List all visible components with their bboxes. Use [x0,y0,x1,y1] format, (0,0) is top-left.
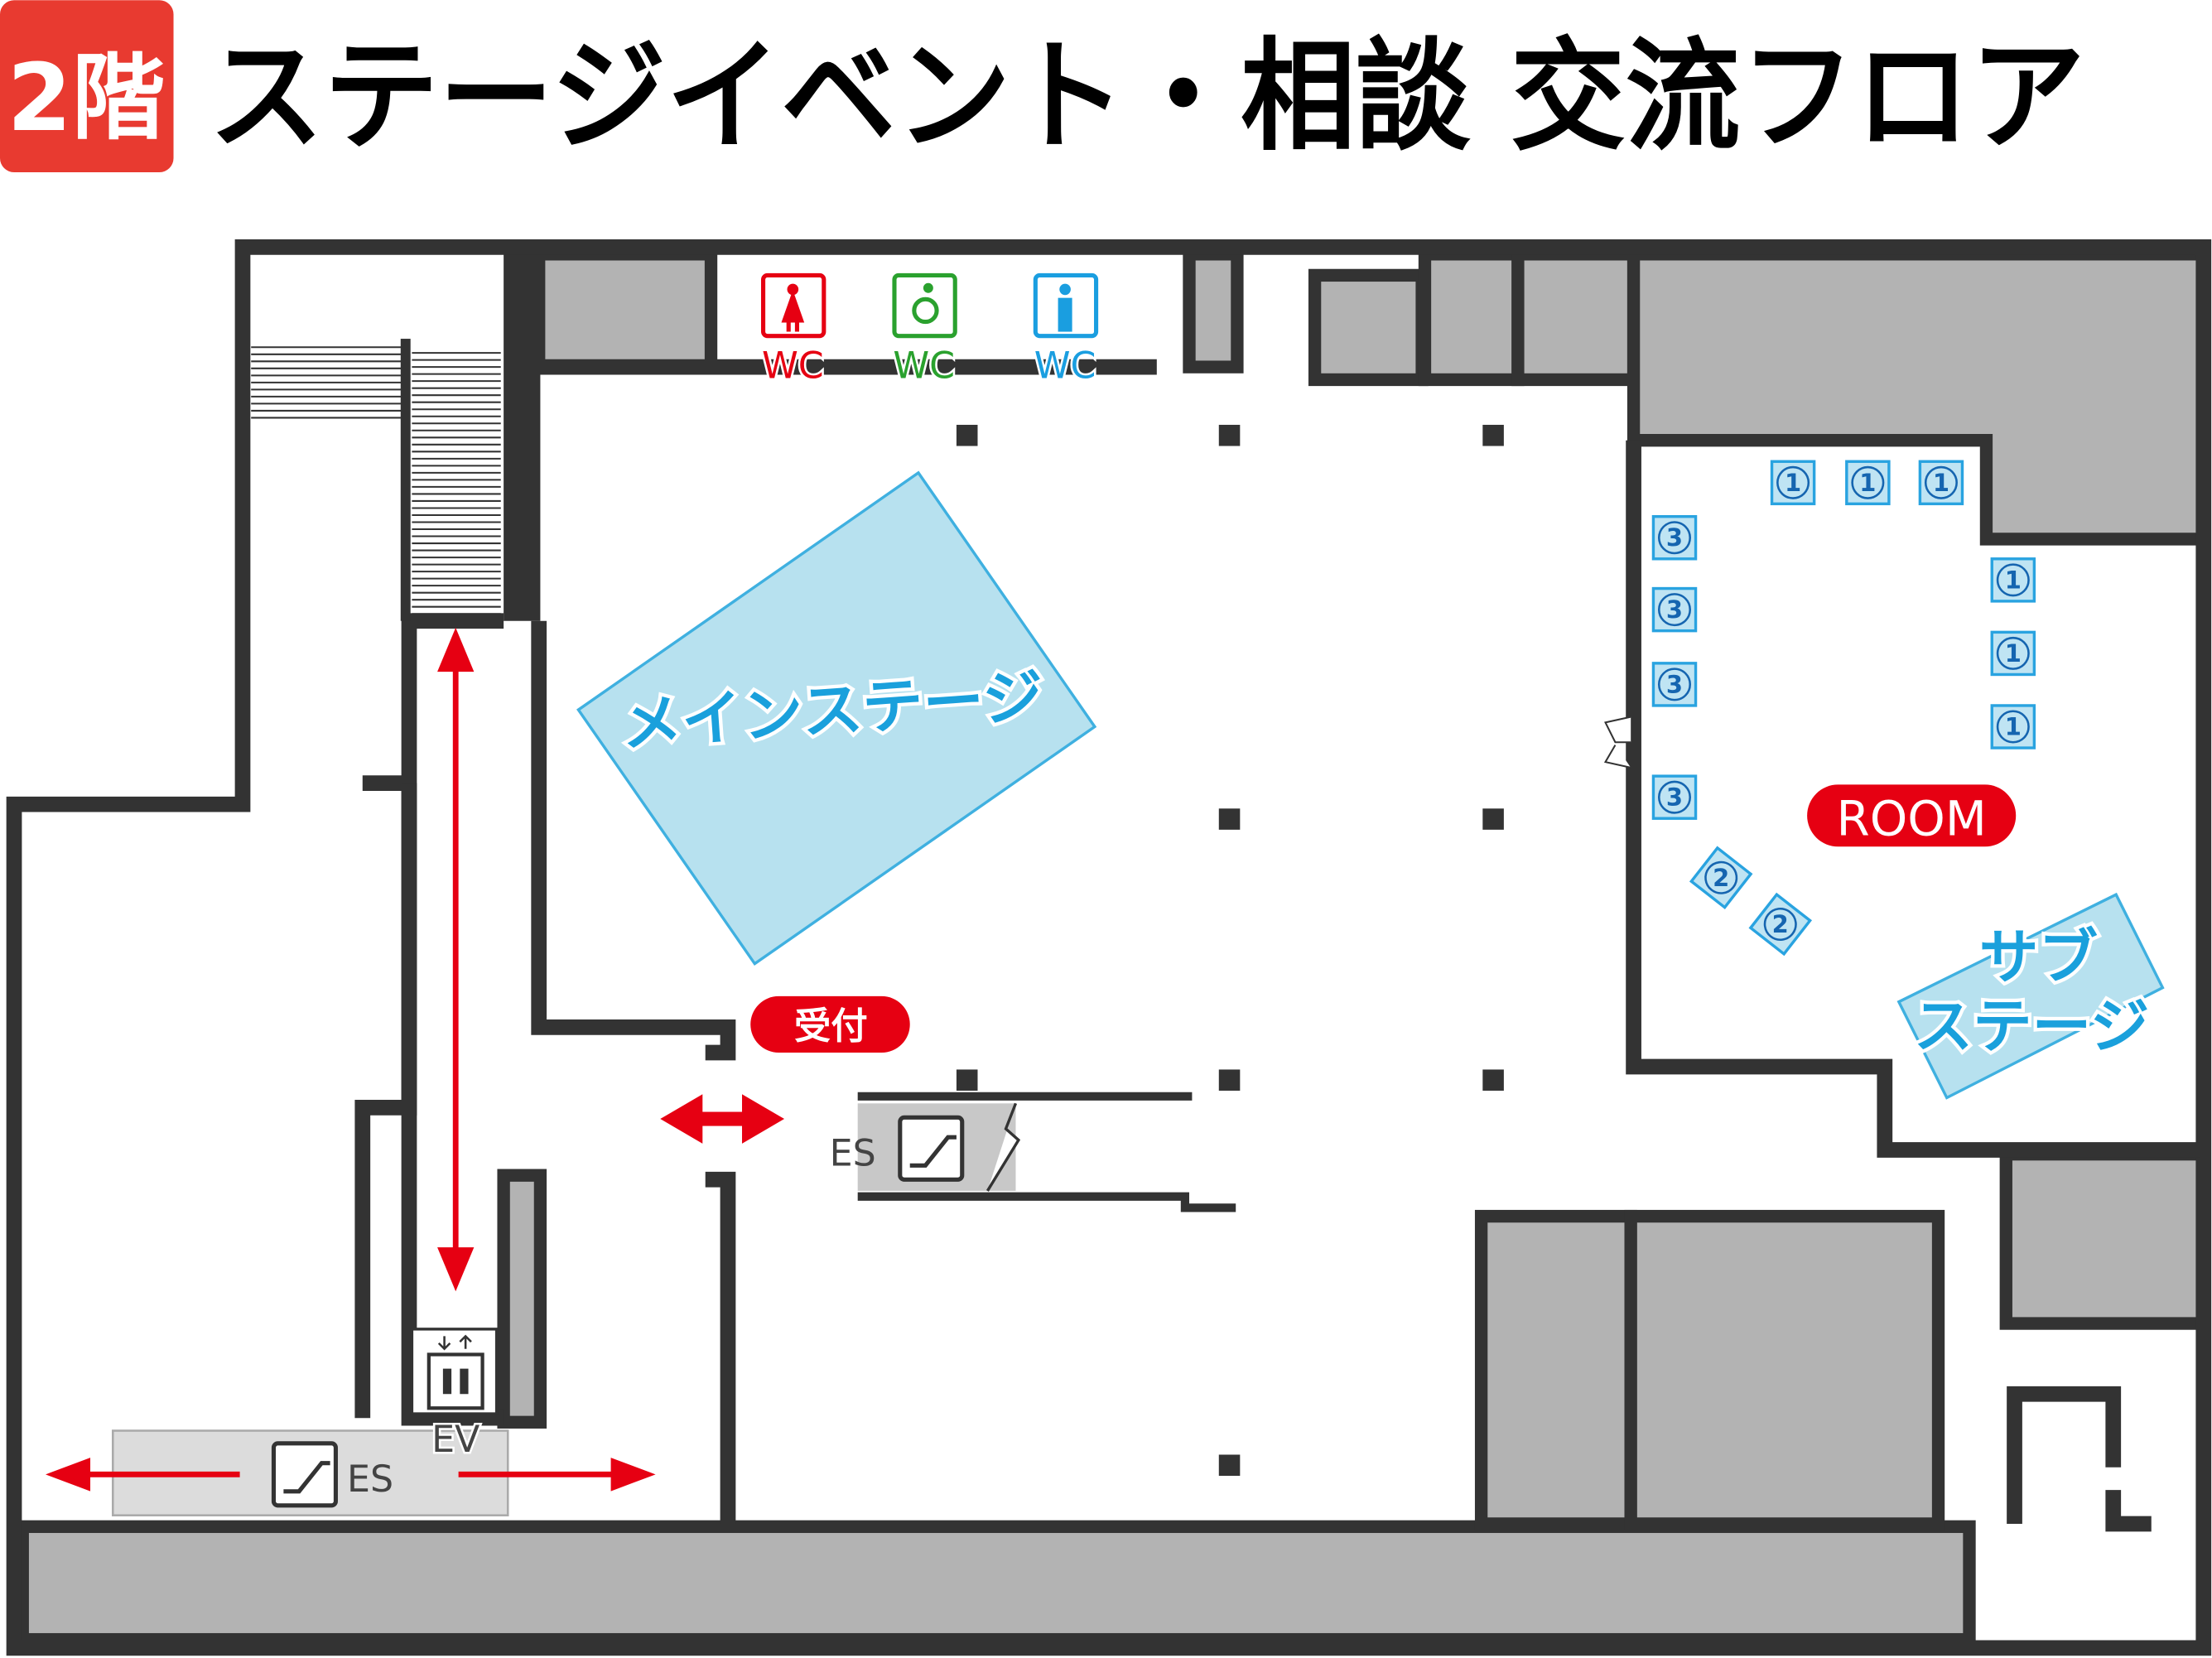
stair-rail [400,339,411,621]
male-icon [1059,283,1071,296]
booth-number: 1 [1785,469,1801,497]
stair-treads [251,339,501,621]
booth-one[interactable]: 1 [1845,460,1891,506]
escalator-icon [271,1441,338,1508]
elevator-icon [426,1352,484,1410]
left-arrow [46,1458,240,1492]
sub-stage-label: サブ [1979,923,2098,992]
booth-number: 1 [1859,469,1876,497]
restroom-label: WC [762,345,824,388]
sub-stage-label: ステージ [1914,992,2150,1061]
direction-arrows [46,627,785,1492]
sub-stage[interactable]: サブ ステージ [1896,892,2165,1100]
booth-three[interactable]: 3 [1651,586,1698,633]
right-arrow [458,1458,656,1492]
booth-number: 3 [1666,783,1683,812]
vertical-arrow [437,627,475,1292]
booth-three[interactable]: 3 [1651,774,1698,820]
escalator-bottom[interactable]: ES [111,1429,509,1517]
wheelchair-icon [912,296,939,325]
reception-badge[interactable]: 受付 [750,995,910,1053]
booth-two[interactable]: 2 [1748,892,1813,957]
restroom-label: WC [893,345,955,388]
booth-three[interactable]: 3 [1651,514,1698,561]
pillars [956,424,1504,1477]
booth-number: 2 [1772,910,1789,938]
booth-number: 3 [1666,595,1683,624]
floor-badge [0,0,174,173]
restroom-male[interactable]: WC [1032,272,1099,389]
booth-number: 1 [1933,469,1949,497]
escalator-icon [898,1115,965,1182]
restroom-label: WC [1034,345,1096,388]
booth-two[interactable]: 2 [1689,846,1753,910]
entrance-arrow [660,1094,785,1144]
booth-one[interactable]: 1 [1918,460,1964,506]
restroom-female[interactable]: WC [759,272,826,389]
elevator[interactable]: EV [410,1328,499,1463]
booth-three[interactable]: 3 [1651,662,1698,707]
female-icon [787,283,799,296]
restroom-accessible[interactable]: WC [891,272,957,389]
booth-number: 1 [2005,639,2022,668]
booth-number: 1 [2005,713,2022,741]
room-badge: ROOM [1807,784,2017,847]
booth-one[interactable]: 1 [1990,630,2036,677]
main-stage[interactable]: メインステージ [576,470,1097,966]
header: 2階 ステージイベント・相談 交流フロア [0,0,2085,173]
elevator-label: EV [431,1419,480,1461]
booth-number: 3 [1666,523,1683,552]
escalator-center[interactable]: ES [830,1092,1236,1212]
reception-label: 受付 [794,1005,868,1048]
room-door[interactable] [1603,716,1631,769]
booth-one[interactable]: 1 [1770,460,1816,506]
room-label: ROOM [1836,791,1986,847]
escalator-label: ES [830,1132,876,1174]
walls [6,239,2212,1656]
page-title: ステージイベント・相談 交流フロア [209,26,2085,167]
booth-number: 1 [2005,566,2022,594]
booth-one[interactable]: 1 [1990,557,2036,603]
booth-number: 3 [1666,670,1683,698]
floor-badge-label: 2階 [7,44,166,152]
booths: 1 1 1 1 1 1 3 3 3 3 2 2 [1651,460,2036,957]
booth-one[interactable]: 1 [1990,704,2036,749]
escalator-label: ES [347,1458,393,1501]
core-column [504,248,541,621]
booth-number: 2 [1713,864,1729,892]
